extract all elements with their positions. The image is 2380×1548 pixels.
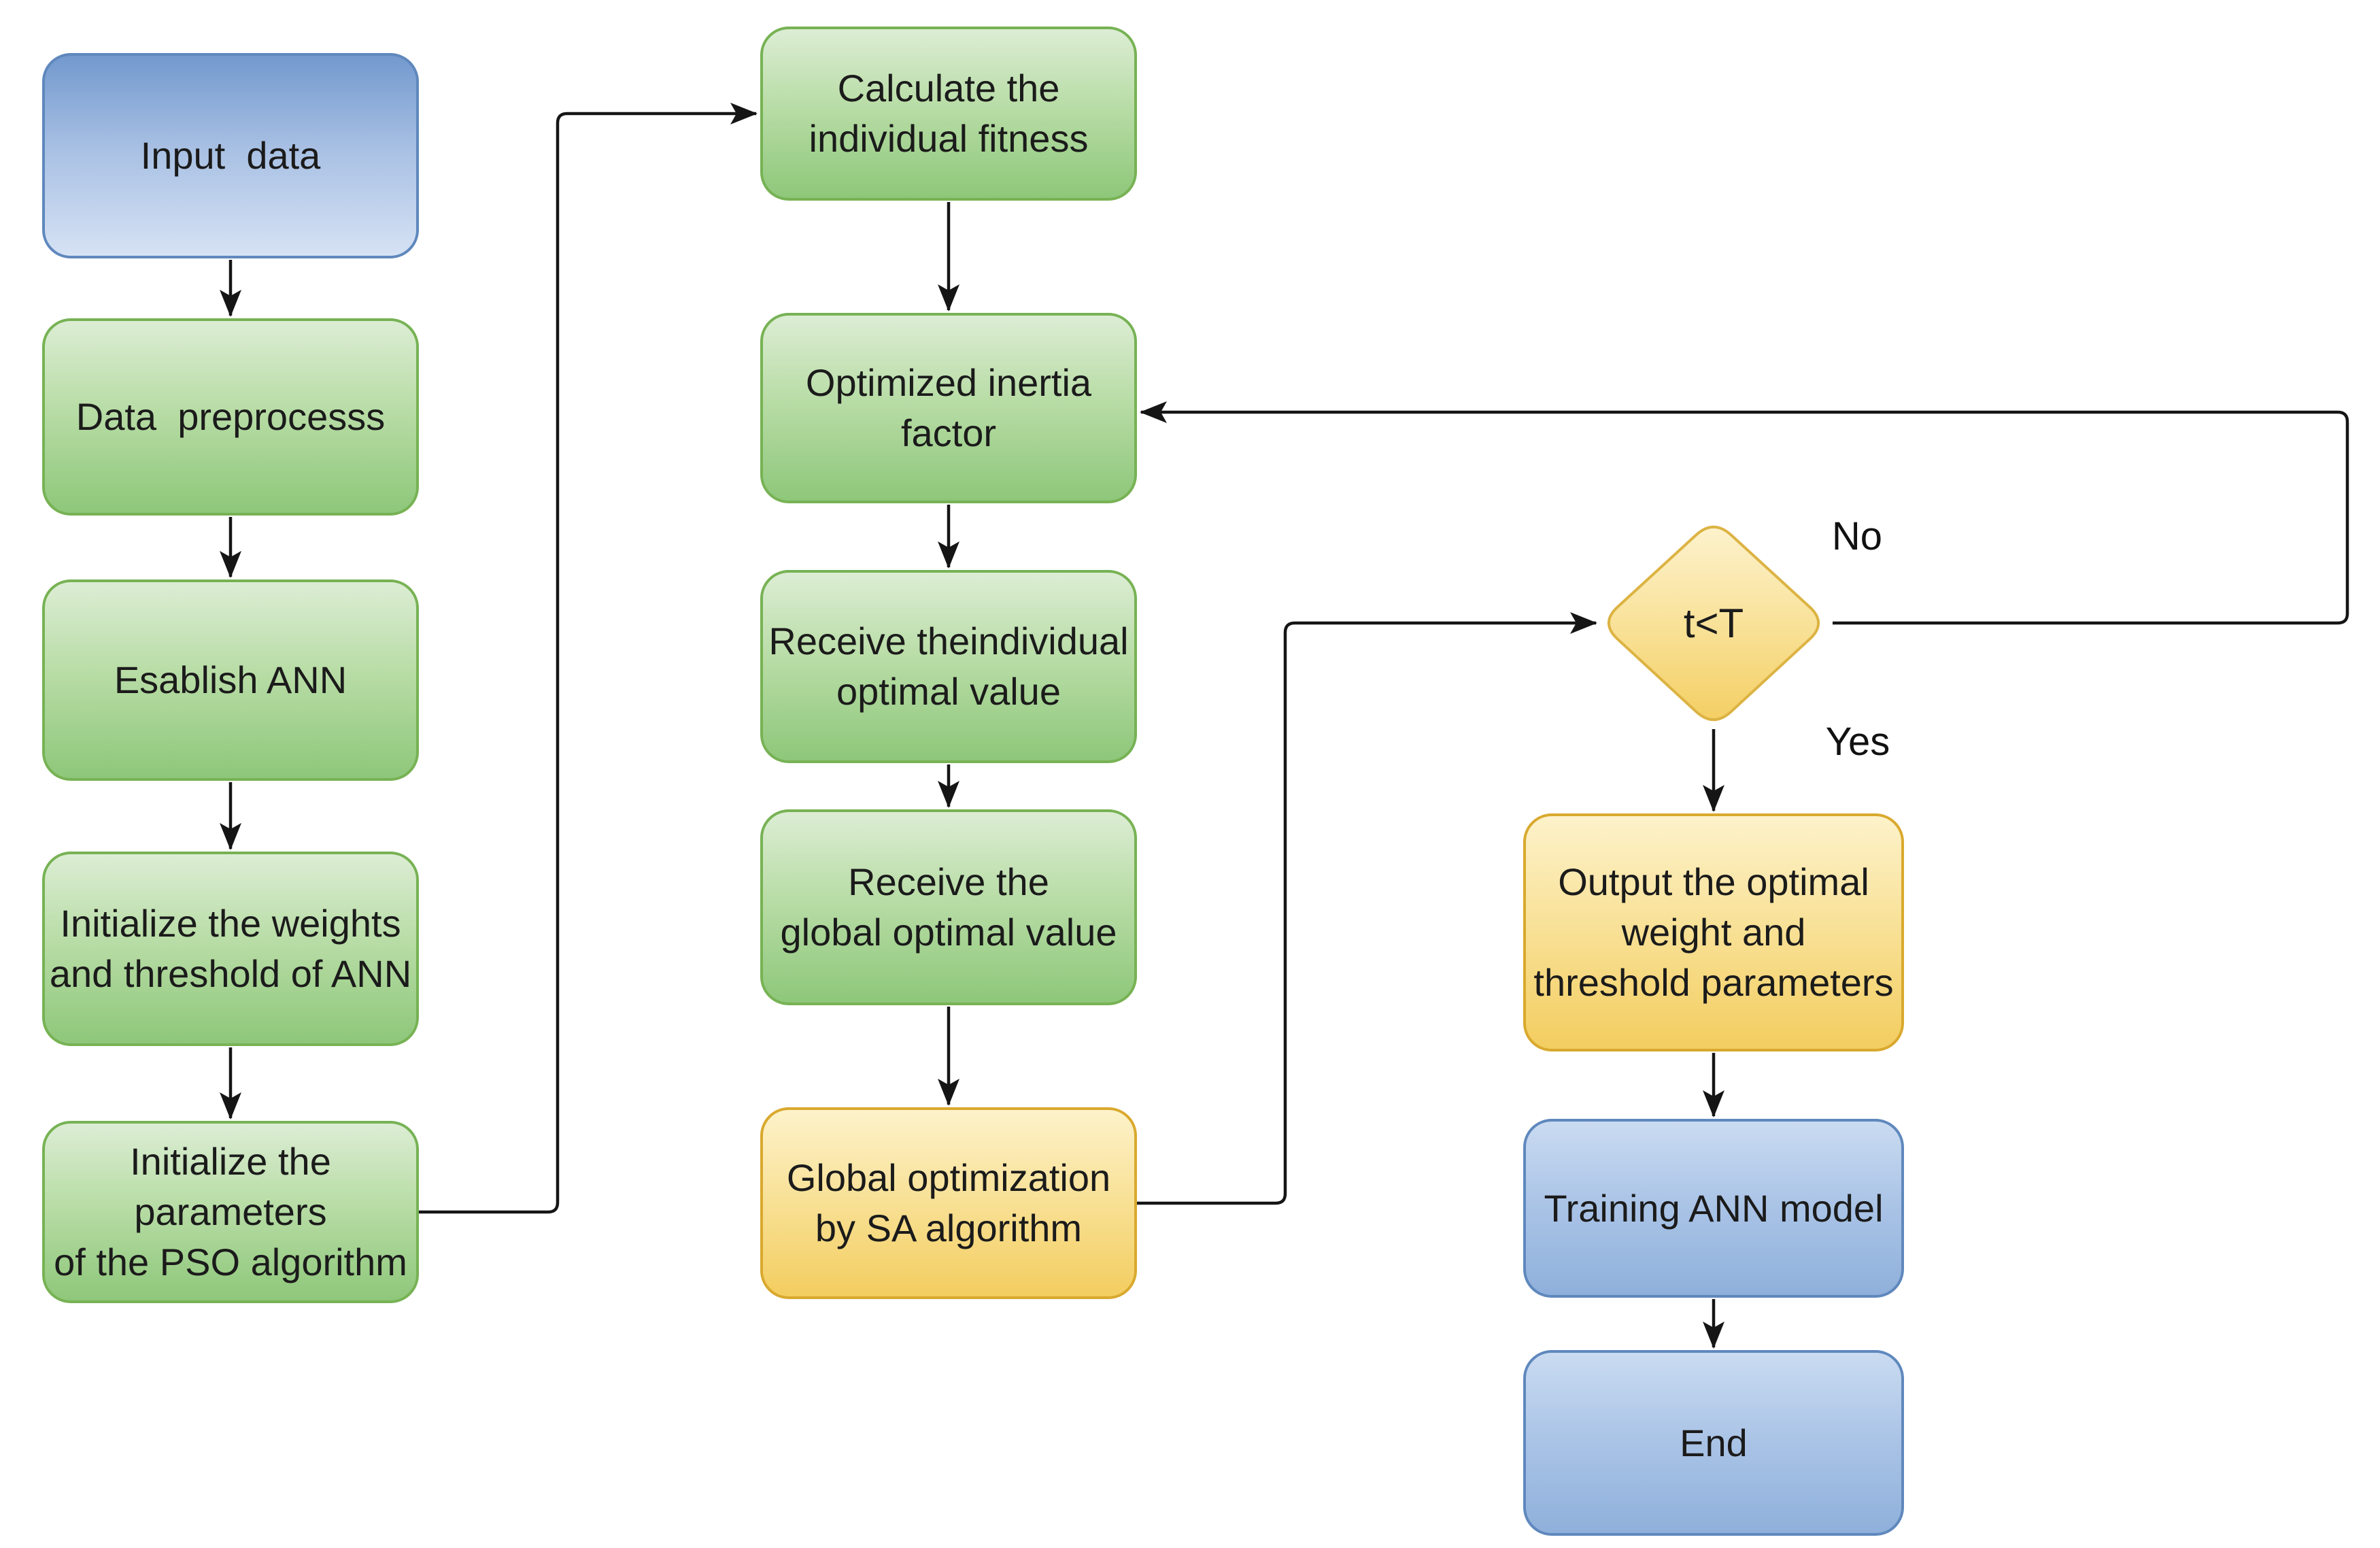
node-receive-global-label: Receive the global optimal value (780, 860, 1117, 954)
node-global-sa: Global optimization by SA algorithm (760, 1107, 1137, 1299)
node-output-params: Output the optimal weight and threshold … (1523, 813, 1904, 1051)
node-calc-fitness: Calculate the individual fitness (760, 27, 1137, 201)
node-init-weights-label: Initialize the weights and threshold of … (49, 902, 412, 995)
decision-diamond-shape (1607, 525, 1820, 722)
edge-decision-no-loop (1140, 401, 2349, 625)
node-global-sa-label: Global optimization by SA algorithm (786, 1156, 1111, 1249)
node-input-data: Input data (42, 53, 419, 258)
node-receive-global: Receive the global optimal value (760, 809, 1137, 1005)
node-optimized-inertia-label: Optimized inertia factor (805, 361, 1092, 454)
edge-label-yes: Yes (1800, 714, 1916, 769)
edge-label-yes-text: Yes (1825, 719, 1890, 764)
decision-text: t<T (1683, 600, 1744, 646)
node-init-pso-params: Initialize the parameters of the PSO alg… (42, 1121, 419, 1303)
node-data-preprocess: Data preprocesss (42, 318, 419, 516)
node-training-ann-model-label: Training ANN model (1544, 1186, 1884, 1230)
node-calc-fitness-label: Calculate the individual fitness (809, 67, 1089, 160)
decision-t-lt-T-label: t<T (1632, 596, 1795, 650)
node-data-preprocess-label: Data preprocesss (75, 395, 386, 439)
edge-pso-to-calc (419, 103, 758, 1214)
node-input-data-label: Input data (140, 134, 321, 178)
edge-sa-to-decision (1137, 612, 1597, 1205)
edge-label-no: No (1799, 509, 1915, 563)
node-establish-ann: Esablish ANN (42, 579, 419, 781)
node-optimized-inertia: Optimized inertia factor (760, 313, 1137, 503)
node-establish-ann-label: Esablish ANN (114, 658, 347, 702)
node-end-label: End (1680, 1421, 1748, 1464)
node-end: End (1523, 1350, 1904, 1536)
node-receive-individual-label: Receive theindividual optimal value (768, 620, 1129, 713)
node-init-weights: Initialize the weights and threshold of … (42, 852, 419, 1046)
node-training-ann-model: Training ANN model (1523, 1119, 1904, 1298)
node-init-pso-params-label: Initialize the parameters of the PSO alg… (54, 1140, 407, 1283)
edge-label-no-text: No (1831, 514, 1883, 558)
node-output-params-label: Output the optimal weight and threshold … (1533, 860, 1894, 1004)
node-receive-individual: Receive theindividual optimal value (760, 570, 1137, 763)
